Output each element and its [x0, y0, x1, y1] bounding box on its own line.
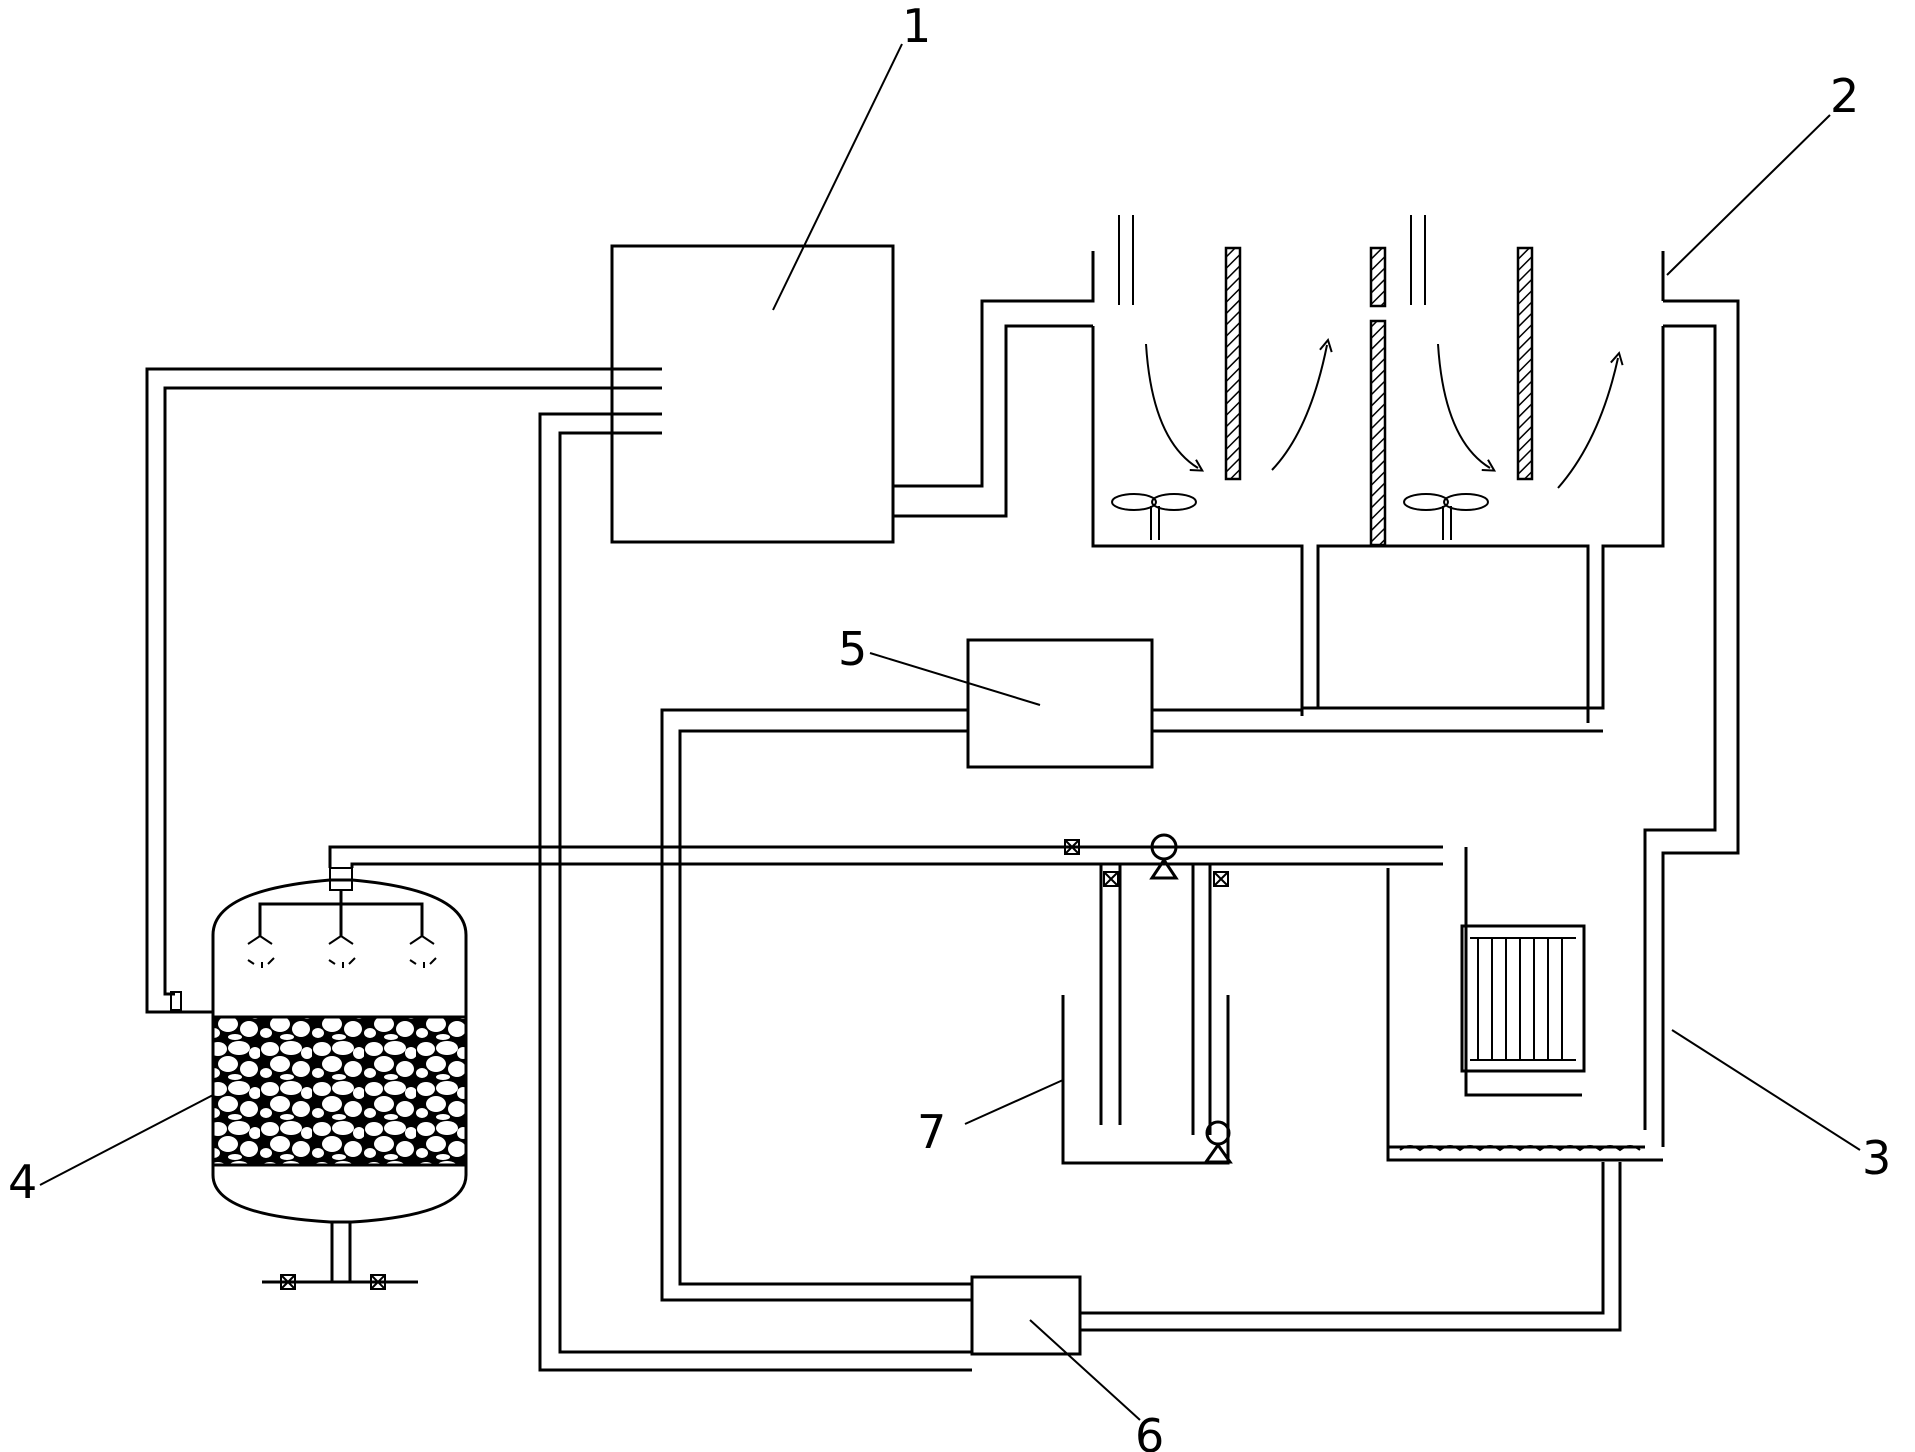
- label-6: 6: [1135, 1409, 1164, 1452]
- unit-7-sump: [1061, 833, 1233, 1165]
- label-1: 1: [902, 0, 931, 53]
- unit-3-basin: [1386, 868, 1663, 1162]
- callout-labels: 1 2 3 4 5 6 7: [8, 0, 1891, 1452]
- label-7: 7: [917, 1105, 946, 1159]
- leader-lines: [39, 43, 1861, 1421]
- unit-6-box: [970, 1275, 1082, 1356]
- unit-2-tank: [891, 215, 1665, 723]
- unit-4-filter-vessel: [170, 867, 468, 1290]
- label-4: 4: [8, 1155, 37, 1209]
- mixer-left: [1111, 493, 1197, 540]
- unit-5-box: [966, 638, 1154, 769]
- label-2: 2: [1830, 69, 1859, 123]
- unit-1-box: [610, 244, 895, 544]
- label-3: 3: [1862, 1131, 1891, 1185]
- mixer-right: [1403, 493, 1489, 540]
- pipe-network: [145, 299, 1740, 1372]
- label-5: 5: [838, 622, 867, 676]
